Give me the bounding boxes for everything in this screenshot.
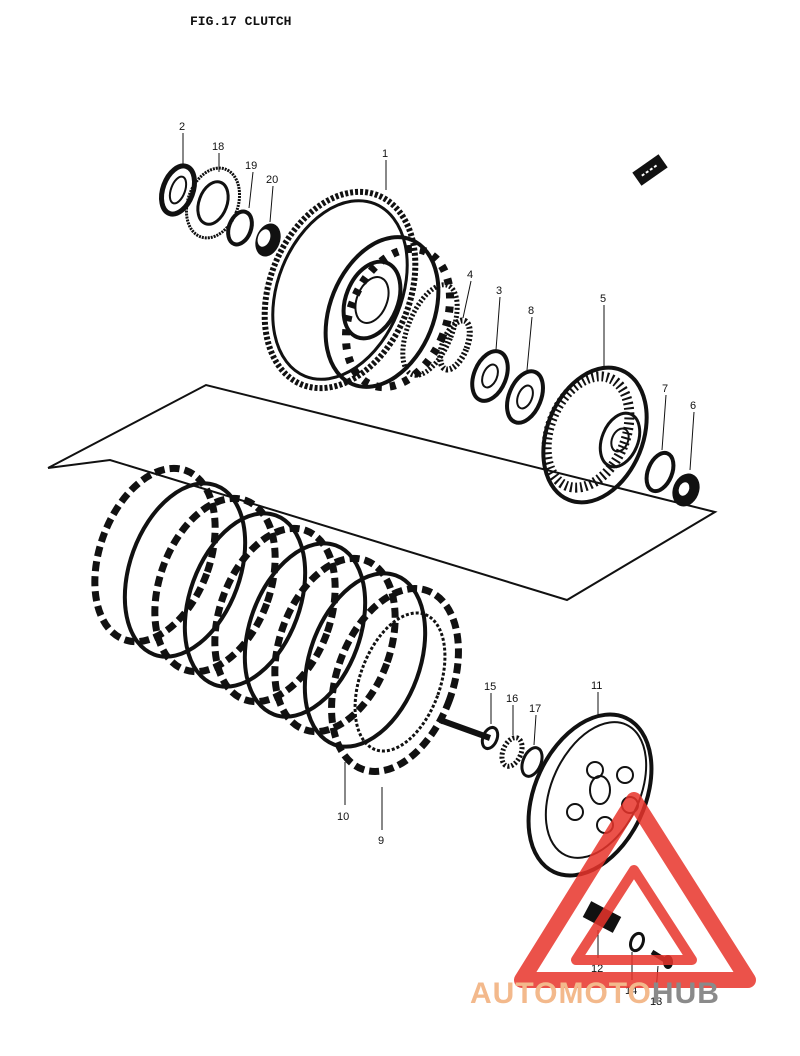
plate-part-18 bbox=[184, 166, 242, 240]
callout-3: 3 bbox=[496, 285, 502, 297]
callout-7: 7 bbox=[662, 383, 668, 395]
callout-17: 17 bbox=[529, 703, 541, 715]
leader-lines bbox=[182, 133, 695, 993]
sleeve-part-3 bbox=[470, 349, 510, 403]
figure-title: FIG.17 CLUTCH bbox=[190, 14, 291, 29]
callout-19: 19 bbox=[245, 160, 257, 172]
washer-part-14 bbox=[628, 931, 646, 953]
callout-16: 16 bbox=[506, 693, 518, 705]
callout-20: 20 bbox=[266, 174, 278, 186]
pushrod-part-15 bbox=[438, 717, 500, 751]
plates-group-frame bbox=[47, 383, 718, 602]
watermark-text: AUTOMOTOHUB bbox=[470, 977, 720, 1010]
callout-11: 11 bbox=[591, 680, 602, 692]
spacer-part-4 bbox=[437, 317, 473, 373]
callout-15: 15 bbox=[484, 681, 496, 693]
washer-part-17 bbox=[520, 746, 544, 778]
callout-18: 18 bbox=[212, 141, 224, 153]
bearing-part-20 bbox=[255, 223, 281, 257]
clutch-plates-stack bbox=[91, 464, 462, 775]
callout-10: 10 bbox=[337, 811, 349, 823]
callout-6: 6 bbox=[690, 400, 696, 412]
callout-5: 5 bbox=[600, 293, 606, 305]
washer-part-7 bbox=[644, 450, 676, 494]
washer-part-2 bbox=[159, 163, 197, 217]
clutch-hub-part-5 bbox=[541, 365, 649, 505]
washer-part-19 bbox=[226, 209, 254, 247]
callout-4: 4 bbox=[467, 269, 473, 281]
washer-part-8 bbox=[505, 369, 545, 425]
clutch-housing-part-1 bbox=[261, 188, 460, 392]
callout-9: 9 bbox=[378, 835, 384, 847]
callout-13: 13 bbox=[650, 996, 662, 1008]
tag-icon bbox=[632, 154, 668, 186]
bearing-part-16 bbox=[499, 735, 525, 769]
callout-2: 2 bbox=[179, 121, 185, 133]
automotohub-logo bbox=[514, 792, 756, 988]
callout-1: 1 bbox=[382, 148, 388, 160]
callout-8: 8 bbox=[528, 305, 534, 317]
nut-part-6 bbox=[672, 473, 700, 507]
